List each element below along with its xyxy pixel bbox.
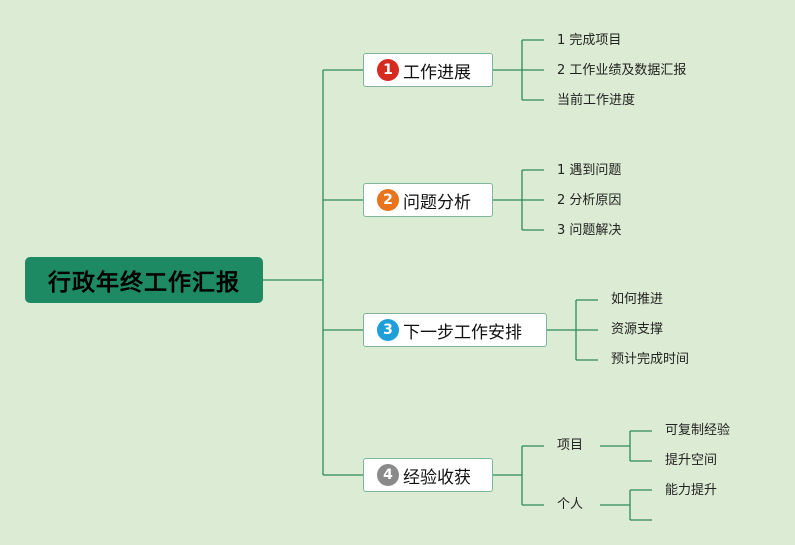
leaf-topic[interactable]: 2 分析原因	[557, 193, 622, 208]
leaf-topic[interactable]: 1 遇到问题	[557, 163, 622, 178]
branch-lessons-learned[interactable]: 4 经验收获	[363, 458, 493, 492]
branch-label: 经验收获	[403, 467, 471, 488]
branch-problem-analysis[interactable]: 2 问题分析	[363, 183, 493, 217]
leaf-topic[interactable]: 能力提升	[665, 483, 718, 498]
branch-label: 下一步工作安排	[403, 322, 522, 343]
leaf-topic[interactable]: 3 问题解决	[557, 223, 622, 238]
leaf-topic[interactable]: 2 工作业绩及数据汇报	[557, 63, 687, 78]
subtopic-project[interactable]: 项目	[557, 438, 584, 453]
number-badge-icon: 3	[377, 319, 399, 341]
leaf-topic[interactable]: 预计完成时间	[611, 352, 690, 367]
branch-work-progress[interactable]: 1 工作进展	[363, 53, 493, 87]
number-badge-icon: 1	[377, 59, 399, 81]
root-topic[interactable]: 行政年终工作汇报	[25, 257, 263, 303]
branch-label: 工作进展	[403, 62, 471, 83]
branch-next-steps[interactable]: 3 下一步工作安排	[363, 313, 547, 347]
branch-label: 问题分析	[403, 192, 471, 213]
number-badge-icon: 4	[377, 464, 399, 486]
subtopic-personal[interactable]: 个人	[557, 497, 584, 512]
leaf-topic[interactable]: 提升空间	[665, 453, 718, 468]
leaf-topic[interactable]: 1 完成项目	[557, 33, 622, 48]
number-badge-icon: 2	[377, 189, 399, 211]
leaf-topic[interactable]: 如何推进	[611, 292, 664, 307]
leaf-topic[interactable]: 当前工作进度	[557, 93, 636, 108]
leaf-topic[interactable]: 可复制经验	[665, 423, 731, 438]
leaf-topic[interactable]: 资源支撑	[611, 322, 664, 337]
